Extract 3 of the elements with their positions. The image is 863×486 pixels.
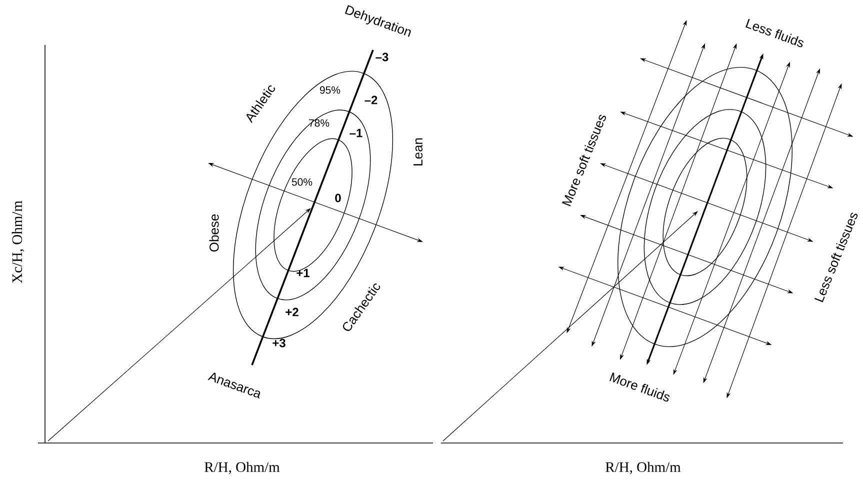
axis-label: R/H, Ohm/m <box>606 462 681 474</box>
axis-label: R/H, Ohm/m <box>204 462 280 474</box>
axis-label: Xc/H, Ohm/m <box>12 200 24 284</box>
